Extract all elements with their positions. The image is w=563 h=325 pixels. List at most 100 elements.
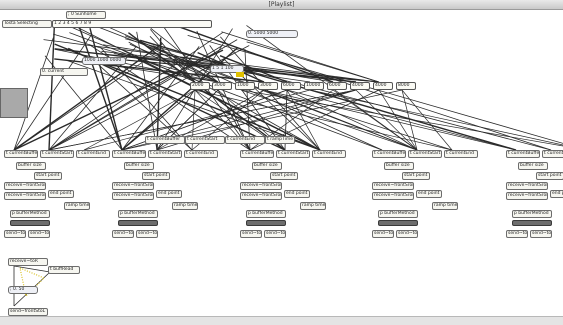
- section-1-receiveR[interactable]: receive~frontSroR: [112, 182, 154, 190]
- number-box-3[interactable]: 3000: [258, 82, 278, 90]
- patch-cord[interactable]: [13, 49, 224, 151]
- lower-receive[interactable]: receive~toR: [8, 258, 48, 266]
- section-1-buffer-method[interactable]: p bufferMethod: [118, 210, 158, 218]
- section-4-start[interactable]: t currentStart: [542, 150, 563, 158]
- section-0-buffer-method[interactable]: p bufferMethod: [10, 210, 50, 218]
- section-3-sendL[interactable]: send~toL: [372, 230, 394, 238]
- section-3-ramp[interactable]: ramp time: [432, 202, 458, 210]
- patch-cord[interactable]: [220, 36, 321, 151]
- patch-cord[interactable]: [89, 27, 123, 151]
- patch-cord[interactable]: [93, 59, 193, 151]
- section-0-sendR[interactable]: send~toR: [28, 230, 50, 238]
- section-1-endpoint[interactable]: end point: [156, 190, 182, 198]
- section-3-receiveR[interactable]: receive~frontSroR: [372, 182, 414, 190]
- section-0-ramp[interactable]: ramp time: [64, 202, 90, 210]
- number-box-6[interactable]: 6000: [327, 82, 347, 90]
- patch-cord[interactable]: [13, 35, 92, 151]
- patch-cord[interactable]: [128, 32, 286, 151]
- section-2-sendR[interactable]: send~toR: [264, 230, 286, 238]
- section-3-end[interactable]: t currentEnd: [444, 150, 478, 158]
- patch-cord[interactable]: [187, 34, 563, 150]
- patch-cord[interactable]: [83, 89, 196, 151]
- number-box-1[interactable]: 3000: [212, 82, 232, 90]
- patch-cord[interactable]: [209, 45, 286, 151]
- patch-cord[interactable]: [156, 37, 162, 151]
- section-1-ramp[interactable]: ramp time: [172, 202, 198, 210]
- patch-cord[interactable]: [401, 89, 453, 151]
- number-box-2[interactable]: 1000: [235, 82, 255, 90]
- range-message[interactable]: 1 5 1 100: [210, 65, 244, 73]
- number-box-7[interactable]: 4000: [350, 82, 370, 90]
- section-0-startpoint[interactable]: start point: [34, 172, 62, 180]
- patch-cord[interactable]: [286, 89, 418, 151]
- section-3-buffer[interactable]: t currentBuffer: [372, 150, 406, 158]
- section-1-buffer[interactable]: t currentBuffer: [112, 150, 146, 158]
- patch-cord[interactable]: [48, 22, 56, 151]
- section-4-sendL[interactable]: send~toL: [506, 230, 528, 238]
- mid-message[interactable]: 1000 1000 0000: [82, 57, 126, 65]
- patch-cord[interactable]: [124, 35, 418, 151]
- section-4-receiveL[interactable]: receive~frontSroL: [506, 192, 548, 200]
- patch-cord[interactable]: [173, 24, 334, 83]
- patch-cord[interactable]: [77, 22, 123, 151]
- patch-cord[interactable]: [13, 265, 51, 273]
- number-box-9[interactable]: 8000: [396, 82, 416, 90]
- patch-cord[interactable]: [83, 89, 311, 151]
- section-0-end[interactable]: t currentEnd: [76, 150, 110, 158]
- section-4-receiveR[interactable]: receive~frontSroR: [506, 182, 548, 190]
- section-4-bufsize[interactable]: buffer size: [518, 162, 548, 170]
- patch-cord[interactable]: [150, 27, 219, 83]
- section-1-startpoint[interactable]: start point: [142, 172, 170, 180]
- section-2-receiveR[interactable]: receive~frontSroR: [240, 182, 282, 190]
- section-3-slider[interactable]: [378, 220, 418, 226]
- patch-cord[interactable]: [48, 89, 357, 151]
- section-1-sendR[interactable]: send~toR: [136, 230, 158, 238]
- patch-cord[interactable]: [194, 89, 453, 151]
- section-2-end[interactable]: t currentEnd: [312, 150, 346, 158]
- patch-cord[interactable]: [219, 55, 288, 83]
- patch-cord[interactable]: [263, 89, 453, 151]
- send-label-3[interactable]: t rampTime: [265, 136, 295, 144]
- patch-cord[interactable]: [121, 89, 196, 151]
- section-4-endpoint[interactable]: end point: [550, 190, 563, 198]
- patch-cord[interactable]: [401, 89, 418, 151]
- patch-cord[interactable]: [332, 89, 418, 151]
- number-bar[interactable]: 1 2 3 4 5 6 7 8 9: [52, 20, 212, 28]
- patch-cord[interactable]: [240, 89, 563, 150]
- left-comment[interactable]: Tosta Selecting: [2, 20, 52, 28]
- section-4-sendR[interactable]: send~toR: [530, 230, 552, 238]
- patch-cord[interactable]: [286, 89, 321, 151]
- window-titlebar[interactable]: [Playlist]: [0, 0, 563, 10]
- section-1-sendL[interactable]: send~toL: [112, 230, 134, 238]
- patch-cord[interactable]: [13, 37, 54, 151]
- number-box-4[interactable]: 6000: [281, 82, 301, 90]
- section-3-start[interactable]: t currentStart: [408, 150, 442, 158]
- section-3-buffer-method[interactable]: p bufferMethod: [378, 210, 418, 218]
- section-4-buffer[interactable]: t currentBuffer: [506, 150, 540, 158]
- top-message[interactable]: 0. 5000 5000: [246, 30, 298, 38]
- top-comment[interactable]: ; 0 Sunhome: [66, 11, 106, 19]
- section-4-buffer-method[interactable]: p bufferMethod: [512, 210, 552, 218]
- section-1-start[interactable]: t currentStart: [148, 150, 182, 158]
- patch-cord[interactable]: [249, 51, 552, 151]
- section-2-startpoint[interactable]: start point: [270, 172, 298, 180]
- section-3-receiveL[interactable]: receive~frontSroL: [372, 192, 414, 200]
- patch-cord[interactable]: [54, 48, 357, 83]
- section-0-start[interactable]: t currentStart: [40, 150, 74, 158]
- section-0-slider[interactable]: [10, 220, 50, 226]
- section-0-bufsize[interactable]: buffer size: [16, 162, 46, 170]
- number-box-8[interactable]: 4000: [373, 82, 393, 90]
- section-1-end[interactable]: t currentEnd: [184, 150, 218, 158]
- section-2-buffer-method[interactable]: p bufferMethod: [246, 210, 286, 218]
- send-label-2[interactable]: t currentEnd: [225, 136, 265, 144]
- section-3-sendR[interactable]: send~toR: [396, 230, 418, 238]
- section-2-endpoint[interactable]: end point: [284, 190, 310, 198]
- section-3-startpoint[interactable]: start point: [402, 172, 430, 180]
- patch-cord[interactable]: [286, 89, 517, 151]
- section-3-endpoint[interactable]: end point: [416, 190, 442, 198]
- section-1-slider[interactable]: [118, 220, 158, 226]
- section-0-receiveR[interactable]: receive~frontSroR: [4, 182, 46, 190]
- section-2-receiveL[interactable]: receive~frontSroL: [240, 192, 282, 200]
- section-2-sendL[interactable]: send~toL: [240, 230, 262, 238]
- section-1-bufsize[interactable]: buffer size: [124, 162, 154, 170]
